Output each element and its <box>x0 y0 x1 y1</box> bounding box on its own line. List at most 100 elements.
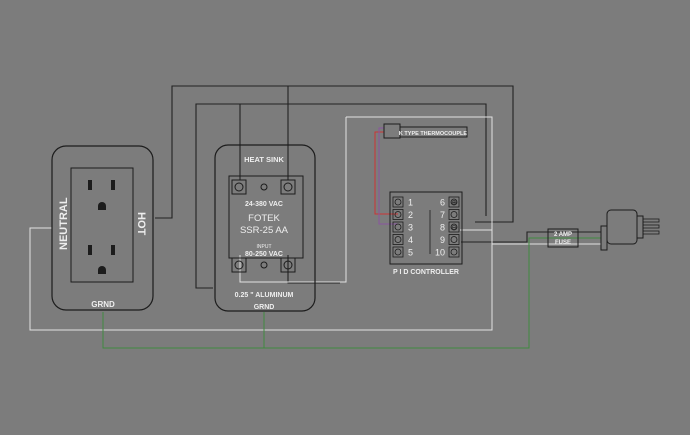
pid-terminal-number: 7 <box>440 210 445 220</box>
hot-label: HOT <box>135 212 147 236</box>
screw-icon <box>394 223 402 231</box>
screw-icon <box>234 182 244 192</box>
screw-icon <box>450 236 458 243</box>
plug-body <box>606 209 638 245</box>
thermocouple-connector <box>383 123 401 139</box>
pid-controller: 1 2 3 4 5 6 7 89 10 ⊕ ⊖ P I D CONTROLLER <box>389 191 463 276</box>
thermocouple: K TYPE THERMOCOUPLE <box>383 123 468 139</box>
pid-terminal-number: 3 <box>408 223 413 233</box>
neutral-label: NEUTRAL <box>58 197 70 250</box>
screw-icon <box>394 248 402 256</box>
pid-terminal-10: 10 <box>435 246 460 258</box>
minus-icon: ⊖ <box>451 225 457 232</box>
pid-terminal-number: 6 <box>440 198 445 208</box>
ssr-body <box>228 175 304 259</box>
thermocouple-wires <box>374 127 398 225</box>
ssr-brand: FOTEK <box>248 213 280 224</box>
pid-right-terminals: 6 7 89 10 ⊕ ⊖ <box>429 196 460 258</box>
pid-terminal-5: 5 <box>392 246 413 258</box>
pid-terminal-1: 1 <box>392 196 413 208</box>
pid-to-plug-hot <box>461 231 601 243</box>
plus-icon: ⊕ <box>451 200 457 207</box>
ssr-input-rating: 80-250 VAC <box>245 251 283 258</box>
heat-sink-label: HEAT SINK <box>244 155 284 164</box>
outlet-receptacle <box>70 167 134 283</box>
terminal-box <box>392 209 404 220</box>
pid-terminal-number: 1 <box>408 198 413 208</box>
ssr-ground-label: GRND <box>254 304 275 311</box>
terminal-box <box>392 234 404 245</box>
plug-prong-icon <box>642 218 660 223</box>
green-ground-wires <box>102 237 601 349</box>
fuse-label-line2: FUSE <box>555 240 571 246</box>
ssr-terminal-4 <box>280 257 296 273</box>
ssr-output-rating: 24-380 VAC <box>245 201 283 208</box>
slot-icon <box>88 180 92 190</box>
fuse-label-line1: 2 AMP <box>554 232 572 238</box>
terminal-box <box>448 221 460 233</box>
ssr-to-pid7 <box>240 103 487 216</box>
tc-wire-red <box>374 131 398 215</box>
tc-wire-purple <box>378 127 398 225</box>
screw-icon <box>394 236 402 243</box>
screw-icon <box>450 198 458 206</box>
terminal-box <box>448 234 460 245</box>
center-hole-icon <box>260 261 268 269</box>
pid-label: P I D CONTROLLER <box>393 269 459 276</box>
terminal-box <box>448 209 460 220</box>
ground-hole-icon <box>98 202 106 210</box>
slot-icon <box>111 180 115 190</box>
pid-terminal-number: 4 <box>408 235 413 245</box>
ssr-model: SSR-25 AA <box>240 225 289 236</box>
pid-terminal-9: 9 <box>440 234 460 245</box>
plug-prong-icon <box>642 224 660 229</box>
ground-hole-icon <box>98 266 106 274</box>
terminal-box <box>392 221 404 233</box>
screw-icon <box>283 182 293 192</box>
ssr-input-label: INPUT <box>257 244 272 250</box>
terminal-box <box>392 196 404 208</box>
power-plug <box>600 209 660 251</box>
screw-icon <box>394 198 402 206</box>
slot-icon <box>111 245 115 255</box>
screw-icon <box>283 260 293 270</box>
ground-wire <box>102 237 601 349</box>
plug-neck <box>636 215 644 239</box>
terminal-box <box>448 196 460 208</box>
pid-terminal-4: 4 <box>392 234 413 245</box>
pid-terminal-number: 2 <box>408 210 413 220</box>
outlet-plate <box>51 145 154 311</box>
solid-state-relay-assembly: HEAT SINK 24-380 VAC FOTEK SSR-25 AA INP… <box>214 144 316 312</box>
thermocouple-label: K TYPE THERMOCOUPLE <box>399 131 467 137</box>
line-wire-top-bus <box>288 85 514 223</box>
pid-terminal-number: 5 <box>408 248 413 258</box>
screw-icon <box>450 248 458 256</box>
screw-icon <box>234 260 244 270</box>
pid-terminal-number: 10 <box>435 248 445 258</box>
black-wires <box>155 85 601 289</box>
ssr-input-wire <box>287 255 340 284</box>
pid-neutral-top <box>346 116 493 244</box>
neutral-wire <box>29 227 493 331</box>
pid-terminal-number: 8 <box>440 223 445 233</box>
plug-prong-icon <box>642 230 660 235</box>
terminal-box <box>448 246 460 258</box>
wall-outlet: NEUTRAL HOT GRND <box>51 145 154 311</box>
white-wires <box>29 116 601 331</box>
thermocouple-box <box>399 126 468 138</box>
screw-icon <box>450 223 458 231</box>
fuse-body <box>547 228 579 248</box>
plate-label: 0.25 " ALUMINUM <box>235 292 294 299</box>
fuse: 2 AMP FUSE <box>547 228 579 248</box>
pid-terminal-6: 6 <box>440 196 460 208</box>
plug-cord-strain <box>600 225 608 251</box>
screw-icon <box>394 211 402 218</box>
ssr-terminal-2 <box>280 179 296 195</box>
outlet-ground-label: GRND <box>91 300 115 309</box>
heat-sink-plate <box>214 144 316 312</box>
load-wire-ssr <box>195 103 241 289</box>
pid-terminal-3: 3 <box>392 221 413 233</box>
ssr-terminal-1 <box>231 179 247 195</box>
center-hole-icon <box>260 183 268 191</box>
